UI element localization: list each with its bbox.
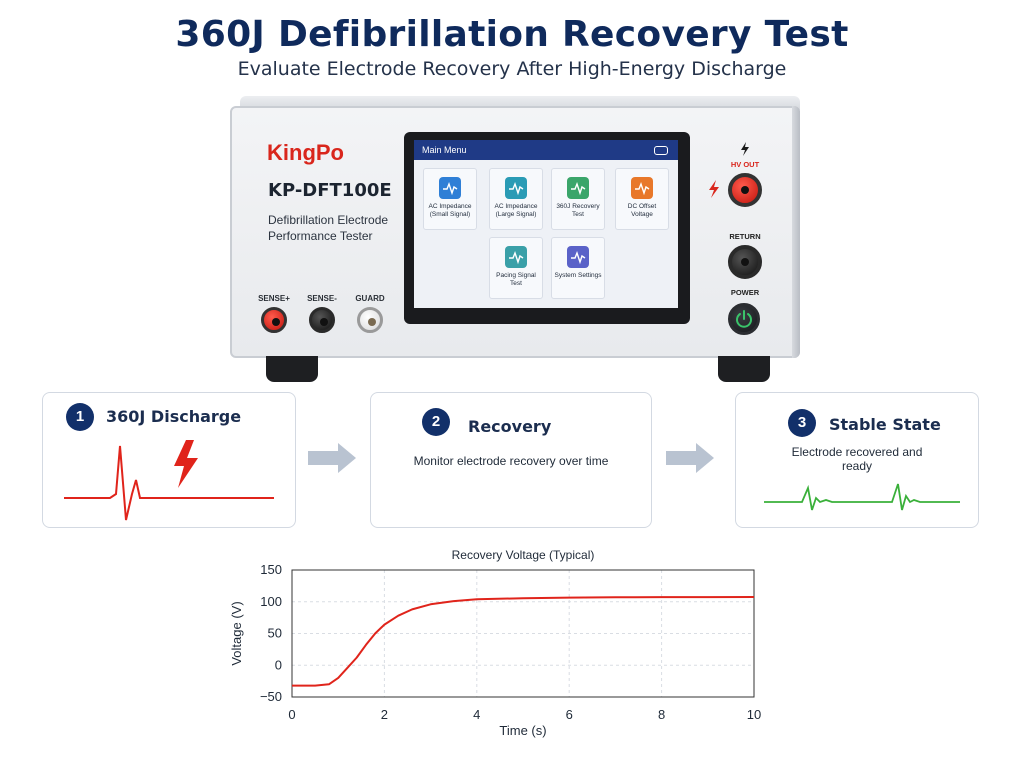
menu-tile-label: AC Impedance (Small Signal)	[428, 203, 472, 218]
x-tick-label: 10	[747, 707, 761, 722]
device-foot-left	[266, 356, 318, 382]
x-tick-label: 8	[658, 707, 665, 722]
x-axis-label: Time (s)	[499, 723, 546, 738]
battery-icon	[654, 146, 668, 155]
warning-bolt-icon	[709, 180, 719, 198]
y-tick-label: 0	[275, 657, 282, 672]
settings-icon	[567, 246, 589, 268]
device-model: KP-DFT100E	[268, 180, 392, 201]
step-3-description: Electrode recovered and ready	[791, 445, 923, 473]
menu-tile-label: System Settings	[554, 272, 602, 279]
page-title: 360J Defibrillation Recovery Test	[175, 14, 849, 55]
menu-tile-label: Pacing Signal Test	[496, 272, 536, 287]
recovery-voltage-line	[292, 596, 755, 687]
guard-label: GUARD	[355, 294, 385, 303]
menu-tile-4[interactable]: DC Offset Voltage	[615, 168, 669, 230]
x-tick-label: 4	[473, 707, 480, 722]
x-tick-label: 2	[381, 707, 388, 722]
stable-ecg-waveform	[764, 483, 960, 511]
y-tick-label: 150	[260, 562, 282, 577]
step-1-number: 1	[66, 403, 94, 431]
page-subtitle: Evaluate Electrode Recovery After High-E…	[237, 58, 787, 80]
step-3-number: 3	[788, 409, 816, 437]
menu-tile-2[interactable]: AC Impedance (Large Signal)	[489, 168, 543, 230]
power-label: POWER	[730, 288, 760, 297]
step-stable-card	[735, 392, 979, 528]
step-3-title: Stable State	[829, 415, 941, 434]
return-label: RETURN	[729, 232, 761, 241]
x-tick-label: 0	[288, 707, 295, 722]
arrow-right-icon-2	[666, 443, 714, 473]
menu-tile-label: DC Offset Voltage	[627, 203, 657, 218]
menu-tile-6[interactable]: System Settings	[551, 237, 605, 299]
guard-jack[interactable]	[357, 307, 383, 333]
device-description: Defibrillation Electrode Performance Tes…	[268, 213, 389, 243]
high-voltage-icon	[741, 142, 749, 156]
menu-tile-3[interactable]: 360J Recovery Test	[551, 168, 605, 230]
menu-title: Main Menu	[422, 145, 467, 155]
sense-minus-label: SENSE-	[307, 294, 337, 303]
step-2-number: 2	[422, 408, 450, 436]
offset-icon	[631, 177, 653, 199]
plot-frame	[291, 569, 755, 698]
hv-out-label: HV OUT	[730, 160, 760, 169]
waveform-large-icon	[505, 177, 527, 199]
step-2-description: Monitor electrode recovery over time	[413, 454, 609, 468]
lightning-icon	[174, 440, 198, 488]
menu-tile-label: 360J Recovery Test	[556, 203, 600, 218]
power-icon	[736, 310, 752, 328]
sense-plus-label: SENSE+	[258, 294, 290, 303]
waveform-icon	[439, 177, 461, 199]
discharge-waveform	[64, 445, 274, 521]
chart-title: Recovery Voltage (Typical)	[451, 548, 595, 562]
x-tick-label: 6	[566, 707, 573, 722]
arrow-right-icon	[308, 443, 356, 473]
pacing-icon	[505, 246, 527, 268]
menu-tile-5[interactable]: Pacing Signal Test	[489, 237, 543, 299]
sense-minus-jack[interactable]	[309, 307, 335, 333]
return-jack[interactable]	[728, 245, 762, 279]
hv-out-jack[interactable]	[728, 173, 762, 207]
y-axis-label: Voltage (V)	[229, 601, 244, 665]
step-2-title: Recovery	[468, 417, 552, 436]
sense-plus-jack[interactable]	[261, 307, 287, 333]
menu-header: Main Menu	[414, 140, 678, 160]
step-1-title: 360J Discharge	[106, 407, 242, 426]
brand-logo: KingPo	[267, 140, 344, 165]
menu-tile-label: AC Impedance (Large Signal)	[494, 203, 538, 218]
menu-tile-1[interactable]: AC Impedance (Small Signal)	[423, 168, 477, 230]
y-tick-label: 50	[268, 626, 282, 641]
y-tick-label: −50	[260, 689, 282, 704]
power-button[interactable]	[728, 303, 760, 335]
recovery-icon	[567, 177, 589, 199]
step-recovery-card	[370, 392, 652, 528]
device-foot-right	[718, 356, 770, 382]
y-tick-label: 100	[260, 594, 282, 609]
